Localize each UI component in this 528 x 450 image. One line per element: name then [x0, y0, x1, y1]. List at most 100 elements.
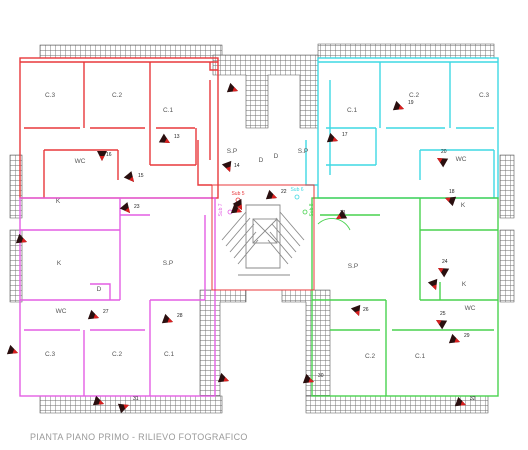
balcony-nw	[39, 44, 223, 59]
photo-viewpoint-marker	[158, 133, 170, 143]
photo-viewpoint-marker	[226, 82, 238, 93]
room-label: K	[462, 281, 467, 288]
elevator-shaft	[252, 218, 278, 244]
viewpoint-tip	[128, 176, 134, 182]
room-label: D	[97, 286, 102, 293]
viewpoint-tip	[167, 317, 173, 323]
sub-label: Sub 5	[231, 191, 244, 197]
photo-point-label: 18	[449, 189, 455, 195]
photo-viewpoint-marker	[87, 309, 99, 320]
sub-label: Sub 6	[290, 187, 303, 193]
photo-point-label: 27	[103, 309, 109, 315]
room-label: WC	[56, 308, 67, 315]
viewpoint-tip	[354, 310, 360, 316]
photo-viewpoint-marker	[350, 304, 361, 316]
room-label: K	[57, 260, 62, 267]
photo-viewpoint-marker	[161, 313, 173, 324]
photo-viewpoint-marker	[15, 233, 27, 244]
room-label: C.2	[409, 92, 420, 99]
photo-viewpoint-marker	[336, 209, 348, 219]
photo-viewpoint-marker	[123, 171, 134, 182]
room-label: C.2	[112, 92, 123, 99]
photo-viewpoint-marker	[302, 373, 314, 384]
photo-point-label: 30	[318, 373, 324, 379]
photo-point-label: 21	[340, 210, 346, 216]
viewpoint-tip	[431, 284, 437, 290]
room-label: C.1	[415, 353, 426, 360]
photo-viewpoint-marker	[232, 198, 242, 210]
viewpoint-tip	[99, 156, 105, 161]
photo-viewpoint-marker	[117, 403, 129, 414]
photo-point-label: 19	[408, 100, 414, 106]
viewpoint-tip	[398, 104, 404, 110]
photo-viewpoint-marker	[436, 320, 448, 330]
apartment-ne	[305, 57, 499, 199]
viewpoint-tip	[332, 136, 338, 142]
room-label: S.P	[348, 263, 358, 270]
photo-viewpoint-marker	[326, 132, 338, 143]
photo-viewpoint-marker	[437, 158, 449, 168]
photo-point-label: 13	[174, 134, 180, 140]
balcony-sw	[39, 395, 223, 414]
photo-point-label: 16	[106, 152, 112, 158]
photo-viewpoint-marker	[119, 202, 130, 213]
apartment-se	[311, 197, 499, 397]
balcony-east-lower	[499, 229, 515, 303]
viewpoint-cone	[123, 171, 134, 182]
photo-viewpoint-marker	[445, 196, 457, 207]
viewpoint-tip	[225, 166, 231, 172]
balcony-west-upper	[9, 154, 23, 219]
room-label: C.1	[347, 107, 358, 114]
photo-point-label: 24	[442, 259, 448, 265]
photo-point-label: 25	[440, 311, 446, 317]
viewpoint-tip	[98, 399, 104, 405]
room-label: D	[274, 153, 279, 160]
photo-viewpoint-marker	[265, 189, 277, 200]
apartment-sw-outline	[19, 197, 216, 397]
room-label: C.3	[45, 351, 56, 358]
room-label: C.2	[112, 351, 123, 358]
apartment-sw	[19, 197, 216, 397]
photo-viewpoint-marker	[392, 100, 404, 111]
photo-viewpoint-marker	[230, 203, 242, 214]
viewpoint-tip	[460, 400, 466, 406]
photo-viewpoint-marker	[427, 278, 438, 290]
photo-point-label: 32	[470, 396, 476, 402]
viewpoint-tip	[438, 268, 444, 273]
photo-point-label: 23	[134, 204, 140, 210]
viewpoint-tip	[445, 197, 451, 203]
viewpoint-tip	[237, 204, 242, 210]
room-label: S.P	[298, 148, 308, 155]
photo-point-label: 28	[177, 313, 183, 319]
photo-viewpoint-marker	[92, 395, 104, 406]
balcony-west-lower	[9, 229, 23, 303]
viewpoint-tip	[21, 237, 27, 243]
balconies	[9, 43, 515, 414]
viewpoint-tip	[223, 376, 229, 382]
viewpoint-tip	[124, 207, 130, 213]
balcony-east-upper	[499, 154, 515, 219]
photo-point-label: 17	[342, 132, 348, 138]
balcony-bottom-center-right	[281, 289, 331, 397]
viewpoint-tip	[437, 158, 443, 163]
photo-viewpoint-marker	[6, 344, 18, 355]
photo-viewpoint-marker	[221, 160, 232, 172]
balcony-ne	[317, 43, 495, 59]
viewpoint-cone	[119, 202, 130, 213]
viewpoint-tip	[336, 214, 342, 219]
room-label: K	[461, 202, 466, 209]
viewpoint-cone	[438, 268, 450, 278]
photo-viewpoint-marker	[97, 151, 107, 161]
viewpoint-cone	[437, 158, 449, 168]
photo-point-label: 22	[281, 189, 287, 195]
viewpoint-cone	[436, 320, 448, 330]
viewpoint-tip	[436, 320, 442, 325]
room-label: WC	[456, 156, 467, 163]
photo-point-label: 29	[464, 333, 470, 339]
apartment-se-outline	[311, 197, 499, 397]
viewpoint-tip	[123, 404, 129, 410]
viewpoint-tip	[164, 138, 170, 143]
photo-point-label: 20	[441, 149, 447, 155]
photo-viewpoint-marker	[217, 372, 229, 383]
